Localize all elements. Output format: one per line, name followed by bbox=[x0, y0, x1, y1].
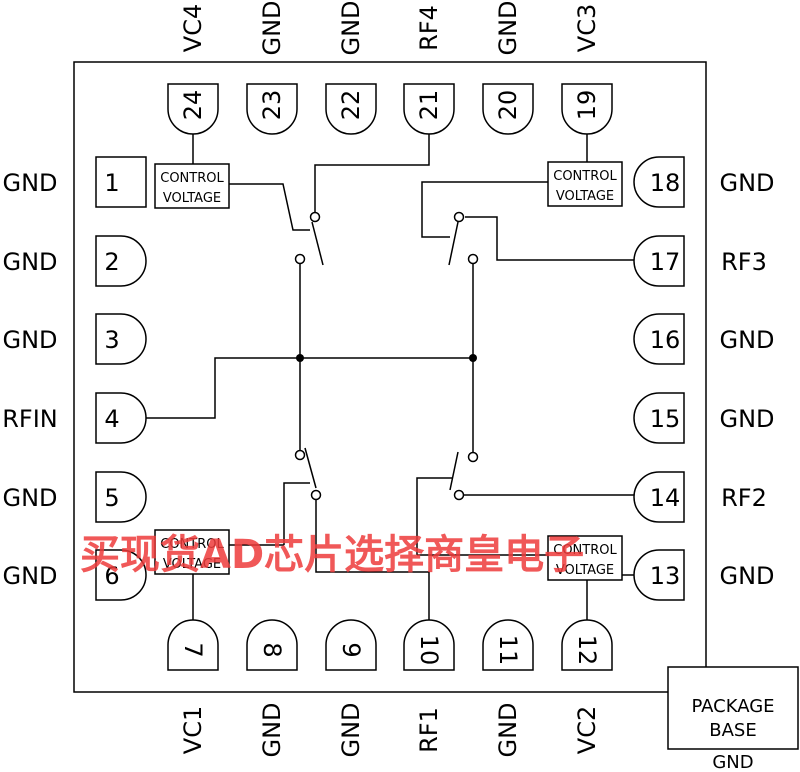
pin-name-23: GND bbox=[258, 0, 286, 55]
pin-number-8: 8 bbox=[258, 642, 286, 657]
pin-name-16: GND bbox=[719, 326, 774, 354]
pin-name-20: GND bbox=[494, 0, 522, 55]
pin-number-11: 11 bbox=[494, 635, 522, 666]
pin-2 bbox=[95, 235, 147, 287]
pin-17 bbox=[633, 235, 685, 287]
pin-number-1: 1 bbox=[104, 169, 119, 197]
pin-number-9: 9 bbox=[337, 642, 365, 657]
pin-name-4: RFIN bbox=[2, 405, 58, 433]
pin-1 bbox=[95, 156, 147, 208]
pin-name-10: RF1 bbox=[415, 707, 443, 753]
pin-name-17: RF3 bbox=[721, 248, 767, 276]
pin-12 bbox=[561, 619, 613, 671]
pin-21 bbox=[403, 83, 455, 135]
control-voltage-box-vc1: CONTROL VOLTAGE bbox=[154, 529, 230, 575]
pin-10 bbox=[403, 619, 455, 671]
pin-number-6: 6 bbox=[104, 562, 119, 590]
pin-number-16: 16 bbox=[650, 326, 681, 354]
pin-number-15: 15 bbox=[650, 405, 681, 433]
watermark: 买现货AD芯片选择商皇电子 bbox=[80, 532, 584, 578]
pin-number-12: 12 bbox=[573, 635, 601, 666]
control-voltage-label-line2: VOLTAGE bbox=[556, 563, 614, 578]
control-voltage-box-vc2: CONTROL VOLTAGE bbox=[547, 535, 623, 581]
pin-name-9: GND bbox=[337, 702, 365, 757]
pin-name-2: GND bbox=[2, 248, 57, 276]
package-base-pin-label: GND bbox=[712, 752, 753, 772]
control-voltage-label-line2: VOLTAGE bbox=[556, 189, 614, 204]
pin-20 bbox=[482, 83, 534, 135]
pin-name-8: GND bbox=[258, 702, 286, 757]
pin-9 bbox=[325, 619, 377, 671]
pin-number-18: 18 bbox=[650, 169, 681, 197]
pin-23 bbox=[246, 83, 298, 135]
pin-number-17: 17 bbox=[650, 248, 681, 276]
pin-number-10: 10 bbox=[415, 635, 443, 666]
pin-name-7: VC1 bbox=[179, 706, 207, 754]
pin-5 bbox=[95, 471, 147, 523]
package-base: PACKAGE BASE GND bbox=[667, 666, 799, 772]
pin-13 bbox=[633, 549, 685, 601]
package-body bbox=[73, 61, 707, 693]
pin-name-12: VC2 bbox=[573, 706, 601, 754]
pin-6 bbox=[95, 549, 147, 601]
pin-name-1: GND bbox=[2, 169, 57, 197]
pin-8 bbox=[246, 619, 298, 671]
pin-22 bbox=[325, 83, 377, 135]
pin-name-5: GND bbox=[2, 484, 57, 512]
pin-number-24: 24 bbox=[179, 90, 207, 121]
package-base-line2: BASE bbox=[709, 720, 756, 741]
pin-name-18: GND bbox=[719, 169, 774, 197]
control-voltage-label-line1: CONTROL bbox=[160, 171, 224, 186]
package-base-line1: PACKAGE bbox=[691, 696, 774, 717]
pin-number-3: 3 bbox=[104, 326, 119, 354]
pin-name-3: GND bbox=[2, 326, 57, 354]
control-voltage-box-vc3: CONTROL VOLTAGE bbox=[547, 161, 623, 207]
control-voltage-label-line2: VOLTAGE bbox=[163, 191, 221, 206]
pin-name-11: GND bbox=[494, 702, 522, 757]
pin-3 bbox=[95, 313, 147, 365]
pin-number-7: 7 bbox=[179, 642, 207, 657]
pin-name-13: GND bbox=[719, 562, 774, 590]
pin-name-24: VC4 bbox=[179, 4, 207, 52]
pin-name-15: GND bbox=[719, 405, 774, 433]
pin-name-6: GND bbox=[2, 562, 57, 590]
pin-name-19: VC3 bbox=[573, 4, 601, 52]
pin-7 bbox=[167, 619, 219, 671]
control-voltage-label-line1: CONTROL bbox=[160, 537, 224, 552]
pin-14 bbox=[633, 471, 685, 523]
pin-4 bbox=[95, 392, 147, 444]
pin-number-20: 20 bbox=[494, 90, 522, 121]
pin-number-2: 2 bbox=[104, 248, 119, 276]
control-voltage-box-vc4: CONTROL VOLTAGE bbox=[154, 163, 230, 209]
pin-number-21: 21 bbox=[415, 90, 443, 121]
switch-contacts bbox=[294, 211, 479, 501]
pin-number-14: 14 bbox=[650, 484, 681, 512]
control-voltage-label-line1: CONTROL bbox=[553, 543, 617, 558]
pin-number-23: 23 bbox=[258, 90, 286, 121]
pin-11 bbox=[482, 619, 534, 671]
internal-wiring bbox=[146, 134, 634, 620]
pin-15 bbox=[633, 392, 685, 444]
pin-number-4: 4 bbox=[104, 405, 119, 433]
pin-number-5: 5 bbox=[104, 484, 119, 512]
pin-number-22: 22 bbox=[337, 90, 365, 121]
pin-name-22: GND bbox=[337, 0, 365, 55]
pin-19 bbox=[561, 83, 613, 135]
pin-16 bbox=[633, 313, 685, 365]
pin-name-14: RF2 bbox=[721, 484, 767, 512]
pin-24 bbox=[167, 83, 219, 135]
control-voltage-label-line2: VOLTAGE bbox=[163, 557, 221, 572]
control-voltage-label-line1: CONTROL bbox=[553, 169, 617, 184]
pin-name-21: RF4 bbox=[415, 5, 443, 51]
pin-number-19: 19 bbox=[573, 90, 601, 121]
pin-18 bbox=[633, 156, 685, 208]
pin-number-13: 13 bbox=[650, 562, 681, 590]
control-wires bbox=[192, 134, 634, 576]
